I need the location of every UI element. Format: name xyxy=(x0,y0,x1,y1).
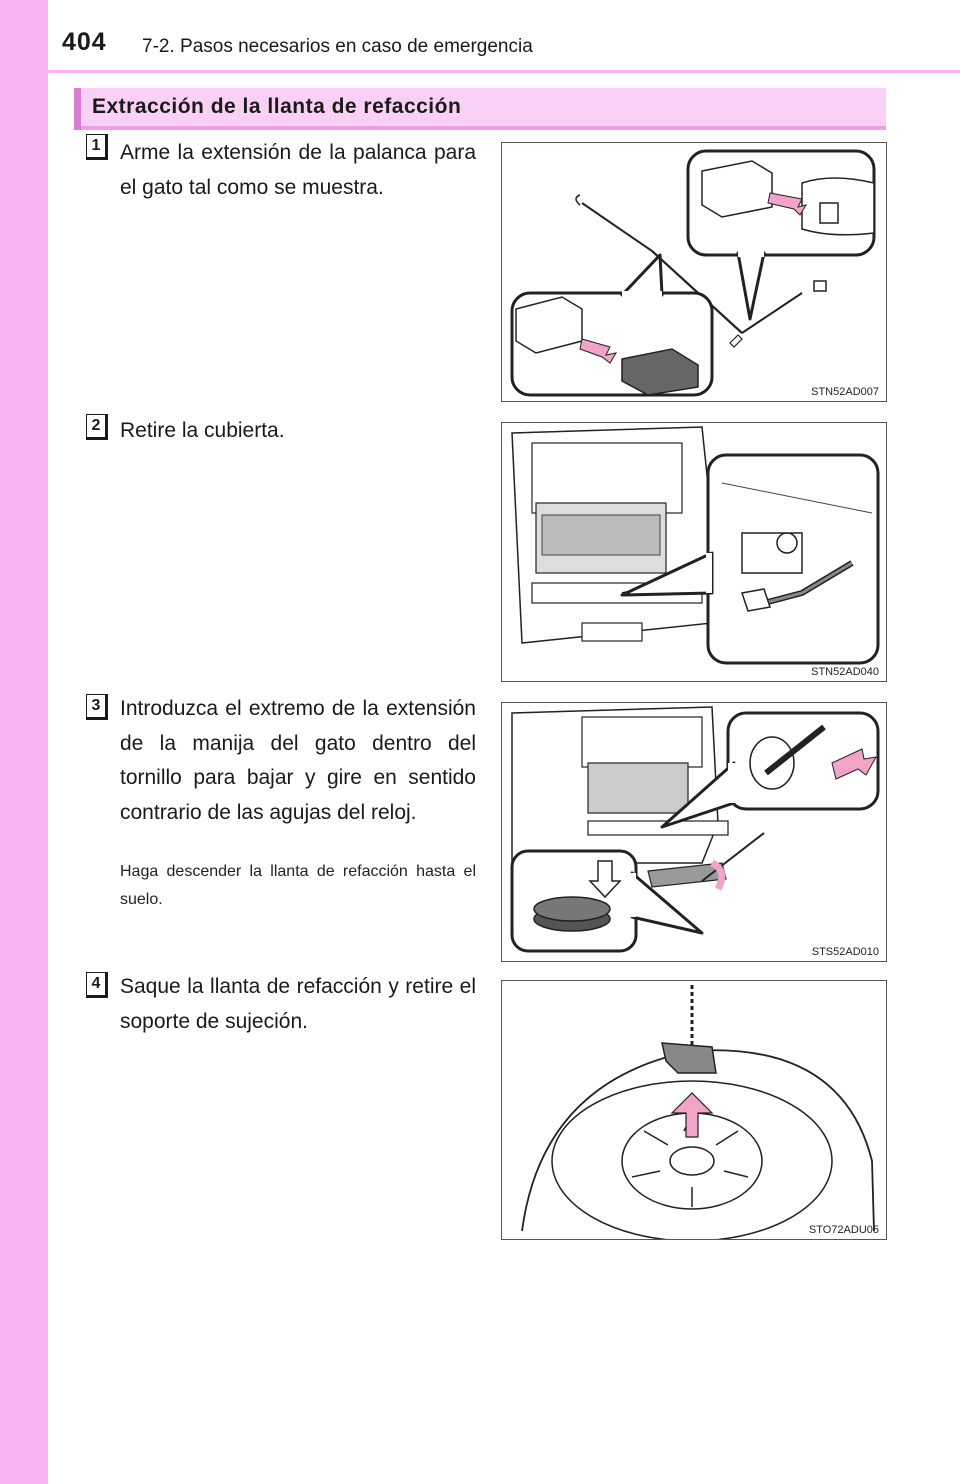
step-3-badge: 3 xyxy=(86,694,108,720)
header-rule xyxy=(48,70,960,73)
step-2-badge: 2 xyxy=(86,414,108,440)
figure-code: STN52AD007 xyxy=(811,386,879,398)
step-1-badge: 1 xyxy=(86,134,108,160)
step-2-text: Retire la cubierta. xyxy=(120,419,285,442)
side-color-strip xyxy=(0,0,48,1484)
chapter-heading: 7-2. Pasos necesarios en caso de emergen… xyxy=(142,36,533,57)
step-4-badge: 4 xyxy=(86,972,108,998)
figure-remove-cover: STN52AD040 xyxy=(501,422,887,682)
figure-jack-handle-extension: STN52AD007 xyxy=(501,142,887,402)
step-3-note: Haga descender la llanta de refacción ha… xyxy=(120,863,476,908)
step-4-text: Saque la llanta de refacción y retire el… xyxy=(120,975,476,1033)
figure-code: STN52AD040 xyxy=(811,666,879,678)
section-title: Extracción de la llanta de refacción xyxy=(92,95,462,118)
figure-code: STO72ADU05 xyxy=(808,1224,879,1236)
figure-lower-spare-tire: STS52AD010 xyxy=(501,702,887,962)
step-1-text: Arme la extensión de la palanca para el … xyxy=(120,141,476,199)
section-heading: Extracción de la llanta de refacción xyxy=(74,88,886,130)
section-heading-bar xyxy=(74,88,81,130)
figure-remove-spare-tire: STO72ADU05 xyxy=(501,980,887,1240)
step-3-text: Introduzca el extremo de la extensión de… xyxy=(120,697,476,824)
figure-code: STS52AD010 xyxy=(811,946,879,958)
page-number: 404 xyxy=(62,28,107,56)
